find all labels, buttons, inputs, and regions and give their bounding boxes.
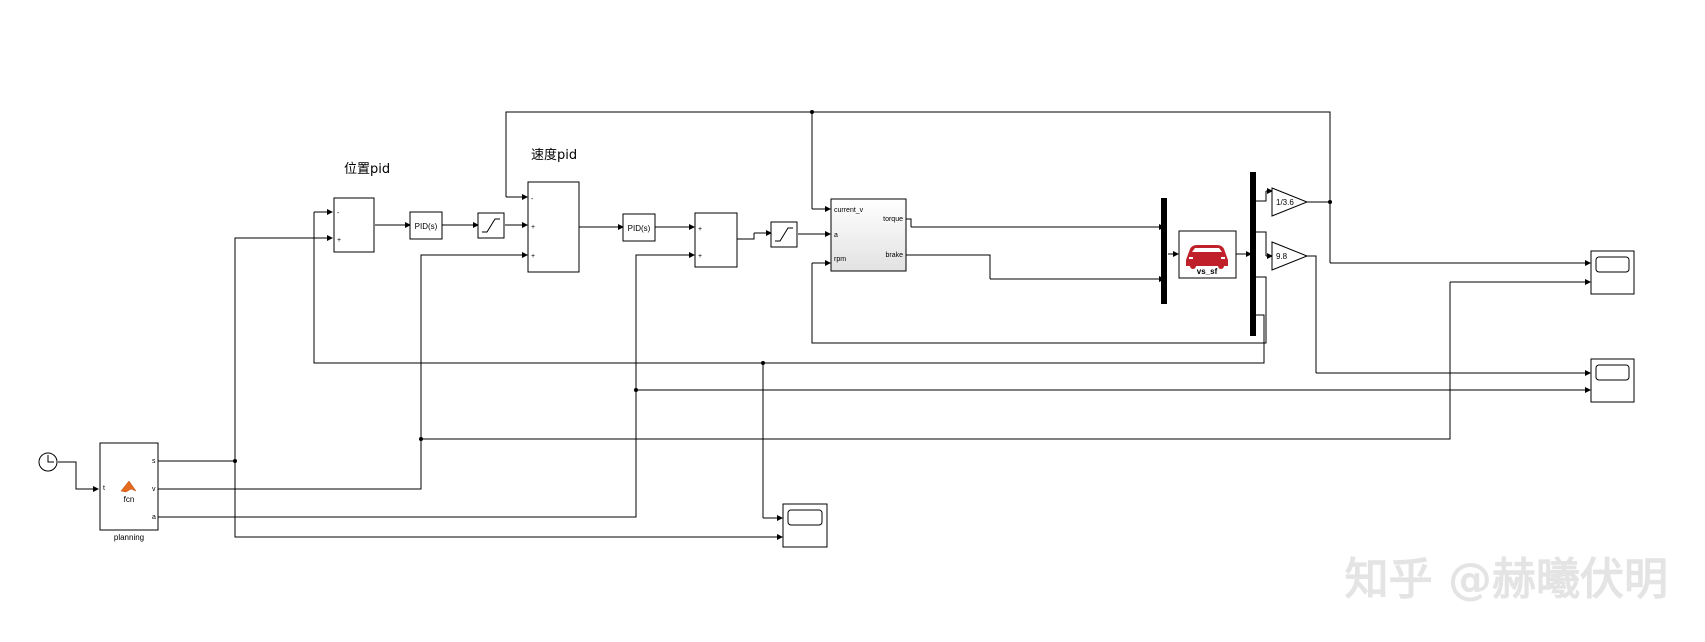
saturation1-block[interactable] xyxy=(477,212,505,239)
planning-block-label: planning xyxy=(114,533,144,542)
controller-block[interactable]: current_v a rpm torque brake xyxy=(830,198,907,272)
gain1-block[interactable]: 1/3.6 xyxy=(1271,187,1309,217)
controller-out-brake: brake xyxy=(885,252,903,259)
vehicle-block[interactable]: vs_sf xyxy=(1178,230,1237,279)
sum2-plus2: + xyxy=(531,253,535,260)
controller-out-torque: torque xyxy=(883,216,903,223)
gain2-label: 9.8 xyxy=(1276,252,1288,261)
pid1-label: PID(s) xyxy=(415,222,438,231)
position-pid-label: 位置pid xyxy=(344,162,390,177)
demux-block[interactable] xyxy=(1250,172,1256,336)
speed-pid-label: 速度pid xyxy=(531,147,577,163)
mux-block[interactable] xyxy=(1161,198,1167,304)
planning-out-v: v xyxy=(152,486,156,493)
planning-block[interactable]: t s v a fcn planning xyxy=(99,442,159,542)
sum2-plus1: + xyxy=(531,224,535,231)
matlab-logo-icon xyxy=(120,480,137,493)
clock-block[interactable] xyxy=(38,452,58,472)
planning-out-s: s xyxy=(152,458,156,465)
gain1-label: 1/3.6 xyxy=(1276,198,1294,207)
sum1-plus: + xyxy=(337,237,341,244)
scope-1[interactable] xyxy=(1590,250,1635,295)
planning-in-port: t xyxy=(103,485,105,492)
saturation1-icon xyxy=(482,218,500,233)
sum1-minus: - xyxy=(337,210,340,217)
controller-in-rpm: rpm xyxy=(834,256,846,263)
planning-out-a: a xyxy=(152,514,156,521)
watermark: 知乎 @赫曦伏明 xyxy=(1345,554,1668,605)
saturation2-icon xyxy=(775,227,793,242)
sum2-block[interactable]: - + + xyxy=(527,181,580,273)
controller-in-a: a xyxy=(834,232,838,239)
scope-2[interactable] xyxy=(1590,358,1635,403)
pid1-block[interactable]: PID(s) xyxy=(409,211,443,240)
pid2-block[interactable]: PID(s) xyxy=(622,213,656,242)
signal-wires xyxy=(58,111,1591,540)
gain2-block[interactable]: 9.8 xyxy=(1271,241,1309,271)
branch-points xyxy=(233,110,1332,463)
sum3-plus2: + xyxy=(698,253,702,260)
vehicle-label: vs_sf xyxy=(1197,267,1218,276)
sum2-minus: - xyxy=(531,196,534,203)
scope-3[interactable] xyxy=(782,503,828,548)
sum1-block[interactable]: - + xyxy=(333,197,375,253)
pid2-label: PID(s) xyxy=(628,224,651,233)
controller-in-current-v: current_v xyxy=(834,207,864,214)
sum3-plus1: + xyxy=(698,226,702,233)
car-icon xyxy=(1186,245,1228,269)
planning-fn-label: fcn xyxy=(124,495,135,504)
saturation2-block[interactable] xyxy=(770,221,798,248)
sum3-block[interactable]: + + xyxy=(694,212,738,268)
